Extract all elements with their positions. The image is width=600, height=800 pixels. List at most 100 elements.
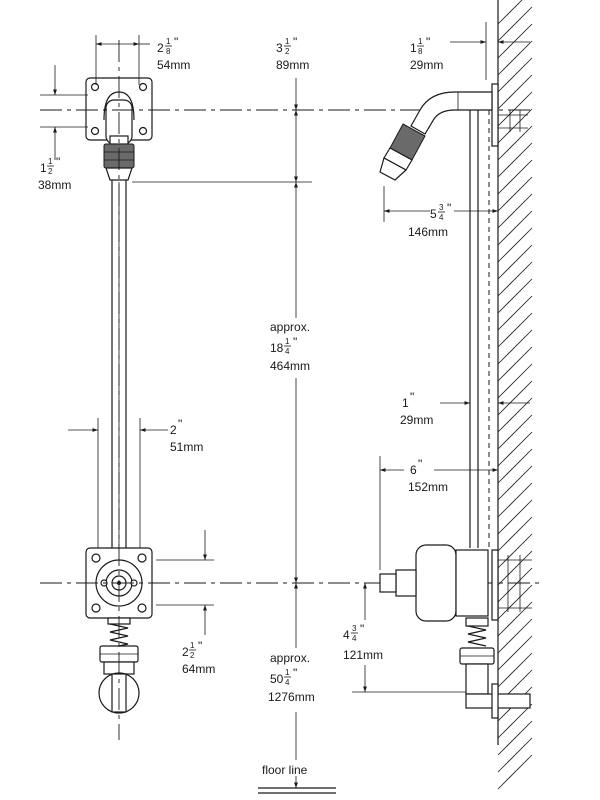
svg-text:4: 4	[285, 347, 290, 356]
wall-hatch-line	[497, 431, 533, 467]
dim-valve-height: 4 3 4 " 121mm	[343, 622, 383, 662]
svg-text:1: 1	[285, 37, 290, 46]
wall-hatch-line	[497, 482, 533, 518]
svg-text:1: 1	[285, 668, 290, 677]
dim-flange-width: 2 1 8 " 54mm	[157, 35, 190, 72]
svg-text:29mm: 29mm	[410, 58, 443, 72]
svg-text:152mm: 152mm	[408, 480, 448, 494]
wall-hatch-line	[497, 108, 533, 144]
svg-text:": "	[426, 35, 430, 49]
svg-text:50: 50	[270, 672, 284, 686]
wall-hatch-line	[497, 0, 523, 25]
svg-text:2: 2	[182, 645, 189, 659]
svg-text:": "	[293, 666, 297, 680]
shower-arm-side	[410, 91, 528, 135]
wall-hatch-line	[497, 227, 533, 263]
showerhead-wall-flange	[491, 83, 499, 147]
wall-hatch-line	[497, 550, 533, 586]
svg-text:2: 2	[285, 47, 290, 56]
wall-hatch-line	[497, 567, 533, 603]
svg-text:1: 1	[166, 37, 171, 46]
dim-valve-to-supply: 2 1 2 " 64mm	[182, 639, 215, 676]
wall-hatch-line	[497, 448, 533, 484]
svg-text:29mm: 29mm	[400, 413, 433, 427]
svg-text:8: 8	[166, 47, 171, 56]
wall-hatch-line	[497, 652, 533, 688]
wall-hatch-line	[497, 23, 533, 59]
wall-hatch-line	[497, 754, 533, 790]
wall-hatch-line	[497, 40, 533, 76]
wall-hatch-line	[497, 74, 533, 110]
svg-text:": "	[360, 622, 364, 636]
svg-text:121mm: 121mm	[343, 648, 383, 662]
svg-text:1: 1	[190, 641, 195, 650]
svg-text:18: 18	[270, 341, 284, 355]
svg-text:1: 1	[48, 157, 53, 166]
wall-hatch-line	[497, 380, 533, 416]
svg-text:6: 6	[410, 463, 417, 477]
front-dimension-lines	[40, 35, 312, 788]
floor-label-mask	[262, 760, 332, 776]
svg-text:approx.: approx.	[270, 320, 310, 334]
valve-body-side	[379, 544, 532, 622]
wall-hatch-line	[497, 142, 533, 178]
svg-text:": "	[174, 35, 178, 49]
svg-text:1: 1	[410, 41, 417, 55]
wall-hatch-line	[497, 6, 533, 42]
wall-hatch-line	[497, 618, 533, 654]
svg-text:4: 4	[285, 678, 290, 687]
wall-hatch-line	[497, 516, 533, 552]
svg-text:2: 2	[48, 167, 53, 176]
svg-text:38mm: 38mm	[38, 178, 71, 192]
svg-text:2: 2	[190, 651, 195, 660]
wall-hatch-line	[497, 312, 533, 348]
side-view	[379, 0, 533, 790]
dim-valve-projection: 6 " 152mm	[408, 457, 448, 494]
svg-text:54mm: 54mm	[157, 58, 190, 72]
wall-hatch-line	[497, 720, 533, 756]
dim-pipe-to-head: 3 1 2 " 89mm	[276, 35, 309, 72]
valve-wall-flange	[491, 549, 499, 621]
dim-head-projection: 5 3 4 " 146mm	[408, 201, 451, 239]
wall-hatch-line	[497, 91, 533, 127]
svg-text:8: 8	[418, 47, 423, 56]
dim-wall-offset: 1 1 8 " 29mm	[410, 35, 443, 72]
svg-text:5: 5	[430, 207, 437, 221]
floor-line-label: floor line	[262, 763, 308, 777]
wall-hatch-line	[497, 465, 533, 501]
wall-hatch-line	[497, 346, 533, 382]
wall-hatch-line	[497, 737, 533, 773]
wall-hatch-line	[497, 193, 533, 229]
wall-hatch-line	[497, 397, 533, 433]
svg-text:4: 4	[439, 213, 444, 222]
svg-text:": "	[178, 417, 182, 431]
wall-hatch-line	[497, 533, 533, 569]
svg-text:": "	[293, 35, 297, 49]
wall-hatch-line	[497, 244, 533, 280]
svg-text:64mm: 64mm	[182, 662, 215, 676]
wall-hatch-line	[497, 329, 533, 365]
front-view	[40, 40, 540, 740]
svg-text:": "	[410, 390, 414, 404]
svg-text:": "	[56, 155, 60, 169]
dim-riser-length: approx. 18 1 4 " 464mm	[270, 320, 310, 373]
svg-text:2: 2	[170, 423, 177, 437]
wall-hatch-line	[497, 210, 533, 246]
svg-text:1: 1	[402, 396, 409, 410]
dim-pipe-wall: 1 " 29mm	[400, 390, 433, 427]
wall-hatch-line	[497, 159, 533, 195]
wall-section	[497, 0, 533, 790]
svg-text:": "	[418, 457, 422, 471]
wall-hatch-line	[497, 601, 533, 637]
svg-text:": "	[198, 639, 202, 653]
svg-text:approx.: approx.	[270, 651, 310, 665]
wall-hatch-line	[497, 635, 533, 671]
wall-hatch-line	[497, 584, 533, 620]
side-dimension-lines	[352, 22, 530, 693]
svg-text:2: 2	[157, 41, 164, 55]
wall-hatch-line	[497, 57, 533, 93]
dim-head-height: 1 1 2 " 38mm	[38, 155, 71, 192]
dim-pipe-spacing: 2 " 51mm	[170, 417, 203, 454]
svg-text:3: 3	[439, 203, 444, 212]
